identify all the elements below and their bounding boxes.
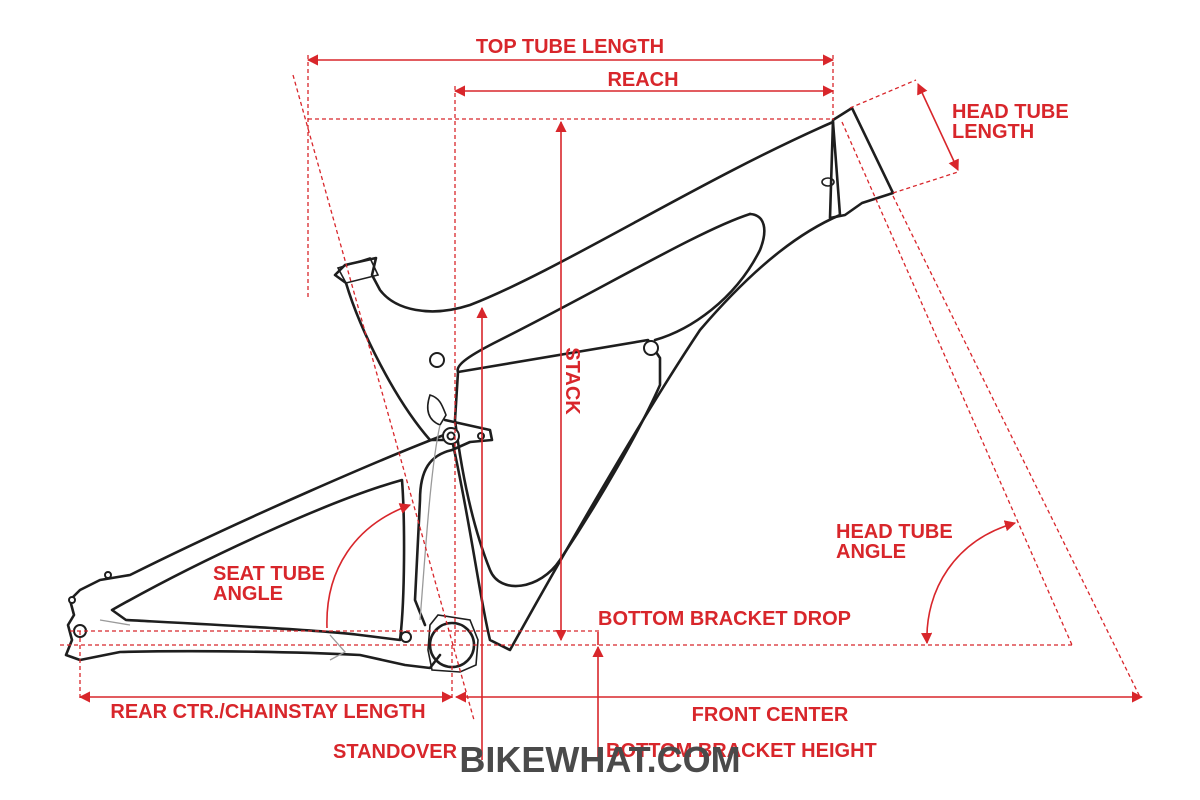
main-pivot-core xyxy=(446,431,456,441)
head-tube-length-label-2: LENGTH xyxy=(952,121,1034,143)
bike-frame xyxy=(64,106,895,673)
seat-stay xyxy=(64,430,454,670)
head-tube-angle-label-1: HEAD TUBE xyxy=(836,521,953,543)
head-tube-axis-outer xyxy=(892,195,1141,698)
front-triangle-outer xyxy=(333,120,842,652)
bikewhat-watermark: BIKEWHAT.COM xyxy=(459,739,740,780)
head-tube-angle-label-2: ANGLE xyxy=(836,541,906,563)
seat-tube-axis xyxy=(292,74,475,721)
lower-pivot xyxy=(400,631,412,643)
seat-stay-inner xyxy=(110,478,406,642)
front-triangle-inner xyxy=(453,212,752,588)
seat-tube-cutout xyxy=(426,394,447,427)
front-triangle-inner-top xyxy=(653,212,766,342)
standover-label: STANDOVER xyxy=(333,741,458,763)
head-tube-angle-arc xyxy=(921,520,1017,645)
stack-label: STACK xyxy=(561,347,583,415)
front-center-label: FRONT CENTER xyxy=(692,704,849,726)
bb-mount xyxy=(427,614,479,673)
head-tube-ext-bottom xyxy=(892,171,959,194)
reach-label: REACH xyxy=(607,69,678,91)
rear-center-label: REAR CTR./CHAINSTAY LENGTH xyxy=(110,701,425,723)
seat-tube-angle-arc xyxy=(326,503,412,629)
head-tube-axis xyxy=(841,121,1073,646)
dimension-lines xyxy=(60,54,1144,760)
upper-pivot xyxy=(429,352,445,368)
swingarm-detail xyxy=(99,424,441,661)
labels: TOP TUBE LENGTH REACH HEAD TUBE LENGTH S… xyxy=(110,36,1068,780)
bottom-bracket-height-label: BOTTOM BRACKET HEIGHT xyxy=(606,740,877,762)
bottom-bracket-drop-label: BOTTOM BRACKET DROP xyxy=(598,608,851,630)
link-bolt xyxy=(477,432,485,440)
dropout-bolt-1 xyxy=(104,571,112,579)
head-tube-length-label-1: HEAD TUBE xyxy=(952,101,1069,123)
rear-link xyxy=(413,418,494,627)
seat-tube-angle-label-1: SEAT TUBE xyxy=(213,563,325,585)
top-tube-length-label: TOP TUBE LENGTH xyxy=(476,36,664,58)
dropout-bolt-2 xyxy=(68,596,76,604)
head-tube-length-line xyxy=(917,82,959,172)
seat-collar xyxy=(336,257,380,284)
head-tube-port xyxy=(821,177,835,187)
head-tube xyxy=(828,106,895,220)
seat-tube-angle-label-2: ANGLE xyxy=(213,583,283,605)
shock-mount xyxy=(643,340,659,356)
head-tube-ext-top xyxy=(849,79,917,109)
